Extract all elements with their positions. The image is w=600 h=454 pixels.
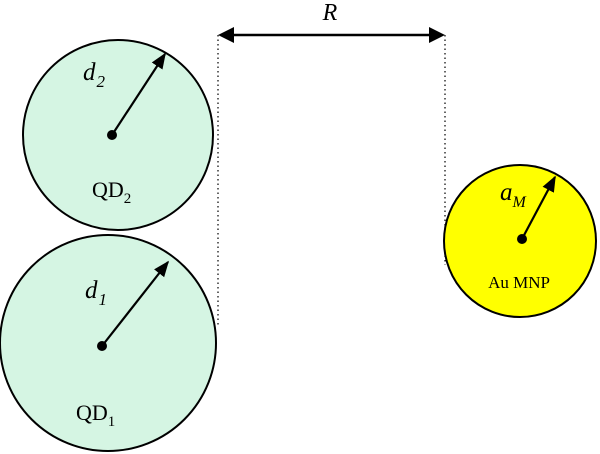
qd2-radius-label: d2 [83,59,106,91]
distance-label: R [322,0,338,26]
qd1-radius-label: d1 [85,277,107,309]
qd1-center-dot [97,341,107,351]
mnp-name-label: Au MNP [488,273,550,292]
qd2-radius-arrow [111,52,166,136]
qd2-name-subscript: 2 [124,191,132,207]
qd2-particle: d2 QD2 [22,39,214,231]
qd1-radius-arrow [101,260,169,347]
mnp-radius-label: aM [500,179,528,211]
qd2-name-label: QD2 [92,177,131,207]
qd2-center-dot [107,130,117,140]
mnp-radius-arrow [521,175,556,240]
distance-arrow-left-head [218,27,234,43]
qd1-name-label: QD1 [76,400,115,430]
au-mnp-particle: aM Au MNP [443,164,597,318]
qd1-particle: d1 QD1 [0,234,217,452]
qd1-name-subscript: 1 [108,414,116,430]
distance-arrow-right-head [429,27,445,43]
qd1-circle [0,234,217,452]
qd2-radius-subscript: 2 [97,72,106,91]
qd2-circle [22,39,214,231]
mnp-radius-subscript: M [512,194,528,211]
qd1-radius-subscript: 1 [99,290,108,309]
mnp-center-dot [517,234,527,244]
